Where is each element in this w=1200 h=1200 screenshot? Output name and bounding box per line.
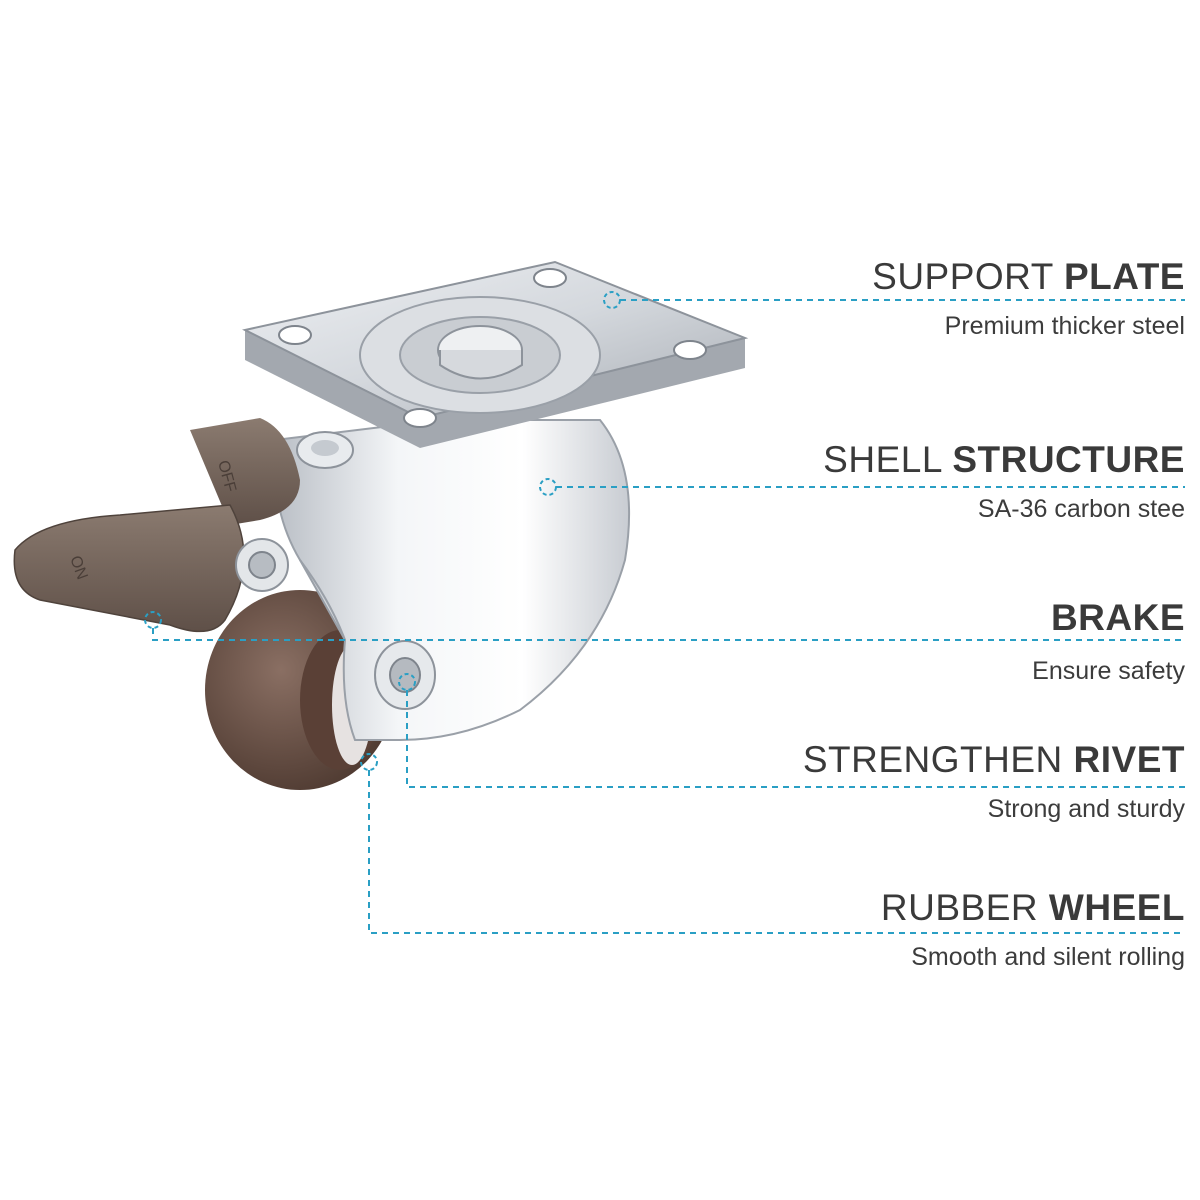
callout-title-bold: STRUCTURE xyxy=(952,439,1185,480)
leader-line-wheel xyxy=(368,770,1185,934)
callout-brake: BRAKE Ensure safety xyxy=(1032,598,1185,686)
callout-description: SA-36 carbon stee xyxy=(977,495,1185,523)
callout-title-prefix: STRENGTHEN xyxy=(802,739,1063,780)
callout-title: SHELL STRUCTURE xyxy=(823,440,1185,480)
callout-marker-shell xyxy=(539,478,557,496)
callout-title: STRENGTHEN RIVET xyxy=(803,740,1185,780)
callout-title: RUBBER WHEEL xyxy=(881,888,1185,928)
callout-support-plate: SUPPORT PLATE Premium thicker steel xyxy=(872,257,1185,341)
callout-title-prefix: RUBBER xyxy=(880,887,1039,928)
callout-description: Premium thicker steel xyxy=(944,312,1185,340)
callout-marker-brake xyxy=(144,611,162,629)
callout-marker-wheel xyxy=(360,753,378,771)
callout-description: Smooth and silent rolling xyxy=(911,943,1185,971)
callout-title-bold: WHEEL xyxy=(1048,887,1185,928)
brake-pedal: OFF ON xyxy=(13,418,300,633)
callout-strengthen-rivet: STRENGTHEN RIVET Strong and sturdy xyxy=(803,740,1185,824)
callout-title: SUPPORT PLATE xyxy=(872,257,1185,297)
leader-line-brake xyxy=(152,628,1185,641)
callout-description: Strong and sturdy xyxy=(987,795,1185,823)
shell-structure xyxy=(273,419,631,741)
callout-title-bold: PLATE xyxy=(1063,256,1185,297)
callout-marker-plate xyxy=(603,291,621,309)
callout-title-bold: BRAKE xyxy=(1050,597,1185,638)
callout-shell-structure: SHELL STRUCTURE SA-36 carbon stee xyxy=(823,440,1185,524)
callout-title-bold: RIVET xyxy=(1073,739,1185,780)
brake-pivot-bolt xyxy=(235,538,289,592)
callout-description: Ensure safety xyxy=(1032,657,1185,685)
callout-title-prefix: SUPPORT xyxy=(872,256,1054,297)
callout-title-prefix: SHELL xyxy=(823,439,942,480)
callout-marker-rivet xyxy=(398,673,416,691)
callout-rubber-wheel: RUBBER WHEEL Smooth and silent rolling xyxy=(881,888,1185,972)
callout-title: BRAKE xyxy=(1032,598,1185,638)
support-plate xyxy=(242,260,749,448)
